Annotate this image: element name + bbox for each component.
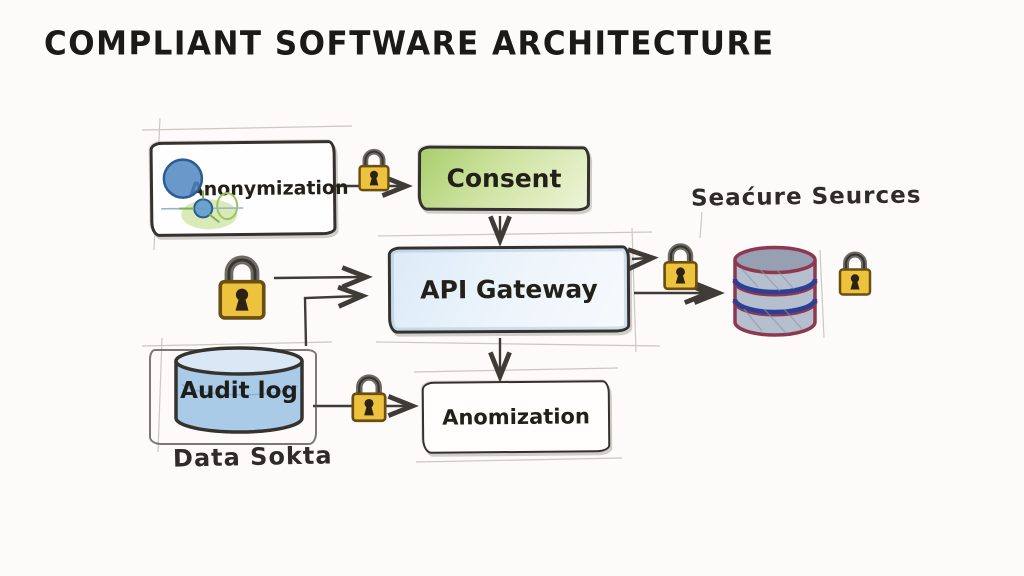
node-audit-log: Audit log bbox=[168, 344, 310, 440]
secure-sources-database-icon bbox=[728, 243, 822, 340]
node-anomization: Anomization bbox=[421, 380, 611, 454]
caption-secure-sources: Seaćure Seurces bbox=[690, 182, 922, 212]
audit-log-cylinder-icon bbox=[174, 346, 304, 434]
page-title: COMPLIANT SOFTWARE ARCHITECTURE bbox=[44, 24, 775, 64]
padlock-inbound-icon bbox=[213, 249, 271, 323]
padlock-anonymization-consent-icon bbox=[353, 145, 395, 193]
padlock-gateway-sources-icon bbox=[658, 239, 703, 292]
node-audit-log-label: Audit log bbox=[180, 378, 298, 404]
connector-auditlog-to-gateway bbox=[303, 284, 369, 347]
node-anonymization: Anonymization bbox=[149, 140, 349, 237]
node-consent: Consent bbox=[417, 145, 591, 212]
node-api-gateway: API Gateway bbox=[387, 245, 631, 334]
anonymization-sketch-icon bbox=[161, 158, 244, 230]
node-anomization-label: Anomization bbox=[442, 404, 590, 430]
node-api-gateway-label: API Gateway bbox=[420, 274, 598, 305]
caption-data-sokta: Data Sokta bbox=[172, 441, 333, 473]
connector-gateway-to-lock bbox=[627, 247, 659, 271]
connector-inbound-lock-to-gateway bbox=[273, 265, 373, 290]
padlock-sources-right-icon bbox=[835, 247, 875, 298]
node-consent-label: Consent bbox=[446, 163, 562, 194]
padlock-audit-anomization-icon bbox=[346, 370, 392, 424]
